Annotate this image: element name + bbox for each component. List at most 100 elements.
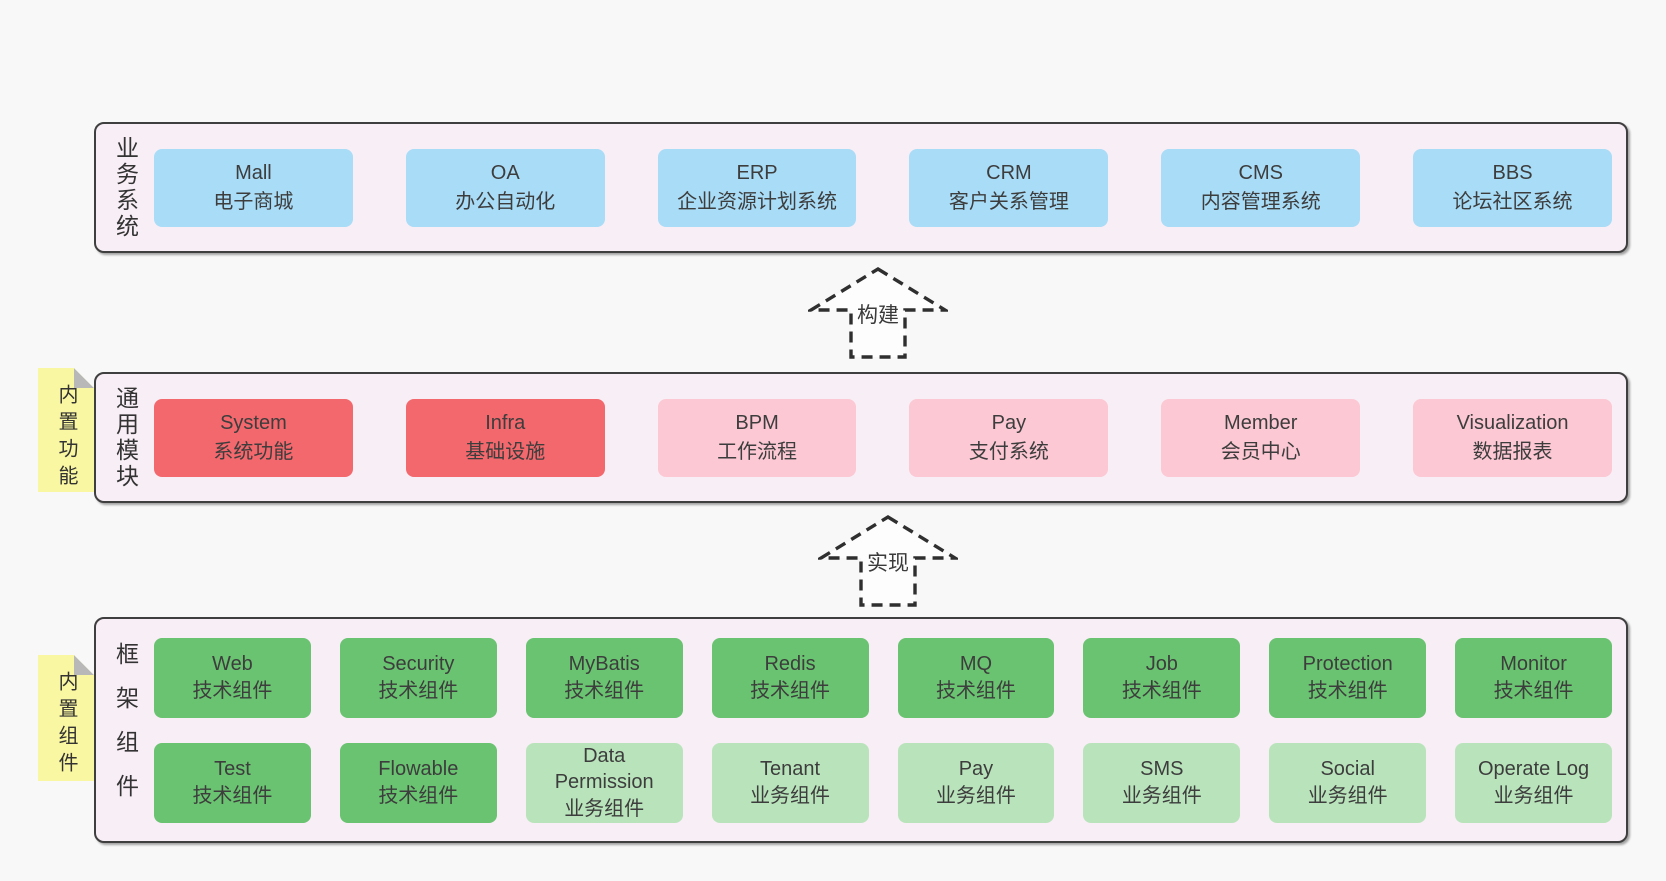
sticky-note-built-in-components: 内置组件 bbox=[38, 655, 94, 781]
box-title: Redis bbox=[764, 653, 816, 676]
box-title: OA bbox=[490, 162, 520, 185]
box-mall: Mall 电子商城 bbox=[154, 148, 353, 227]
box-title: Member bbox=[1224, 412, 1298, 435]
arrow-label: 实现 bbox=[864, 546, 912, 578]
implement-arrow: 实现 bbox=[818, 514, 958, 608]
box-subtitle: 业务组件 bbox=[1121, 784, 1202, 807]
box-system: System 系统功能 bbox=[154, 398, 353, 477]
box-subtitle: 技术组件 bbox=[564, 679, 645, 702]
box-title: Job bbox=[1145, 653, 1178, 676]
box-subtitle: 技术组件 bbox=[378, 679, 459, 702]
section-side-label-wrap: 框架组件 bbox=[96, 619, 154, 841]
box-web: Web 技术组件 bbox=[154, 637, 311, 718]
box-infra: Infra 基础设施 bbox=[405, 398, 605, 477]
box-subtitle: 系统功能 bbox=[213, 440, 294, 463]
section-common-modules: 通用模块 System 系统功能 Infra 基础设施 BPM 工作流程 Pay 支付系统 Me… bbox=[94, 372, 1628, 503]
box-subtitle: 论坛社区系统 bbox=[1452, 190, 1573, 213]
box-subtitle: 会员中心 bbox=[1220, 440, 1301, 463]
box-title: MyBatis bbox=[568, 653, 640, 676]
box-job: Job 技术组件 bbox=[1083, 637, 1241, 718]
box-test: Test 技术组件 bbox=[154, 742, 311, 823]
box-social: Social 业务组件 bbox=[1269, 742, 1427, 823]
box-title: Operate Log bbox=[1477, 758, 1590, 781]
box-title: Pay bbox=[958, 758, 994, 781]
box-title: Protection bbox=[1302, 653, 1393, 676]
box-mq: MQ 技术组件 bbox=[897, 637, 1055, 718]
box-subtitle: 技术组件 bbox=[935, 679, 1016, 702]
box-subtitle: 技术组件 bbox=[192, 784, 273, 807]
box-title: Flowable bbox=[378, 758, 459, 781]
box-subtitle: 支付系统 bbox=[968, 440, 1049, 463]
section-side-label-wrap: 通用模块 bbox=[96, 374, 154, 501]
box-data-permission: Data Permission 业务组件 bbox=[525, 742, 683, 823]
box-title: CMS bbox=[1238, 162, 1283, 185]
box-subtitle: 业务组件 bbox=[1307, 784, 1388, 807]
box-title: Pay bbox=[991, 412, 1027, 435]
build-arrow: 构建 bbox=[808, 266, 948, 360]
box-bpm: BPM 工作流程 bbox=[657, 398, 857, 477]
box-subtitle: 技术组件 bbox=[192, 679, 273, 702]
box-bbs: BBS 论坛社区系统 bbox=[1413, 148, 1612, 227]
box-title: BBS bbox=[1492, 162, 1533, 185]
box-title: SMS bbox=[1140, 758, 1184, 781]
box-operate-log: Operate Log 业务组件 bbox=[1455, 742, 1612, 823]
box-subtitle: 电子商城 bbox=[213, 190, 294, 213]
sticky-note-label: 内置组件 bbox=[55, 671, 77, 779]
box-subtitle: 业务组件 bbox=[750, 784, 831, 807]
box-subtitle: 内容管理系统 bbox=[1200, 190, 1321, 213]
box-tenant: Tenant 业务组件 bbox=[711, 742, 869, 823]
box-subtitle: 技术组件 bbox=[378, 784, 459, 807]
section-side-label: 业务系统 bbox=[112, 135, 139, 240]
box-subtitle: 业务组件 bbox=[935, 784, 1016, 807]
box-title: Monitor bbox=[1500, 653, 1567, 676]
box-mybatis: MyBatis 技术组件 bbox=[525, 637, 683, 718]
box-oa: OA 办公自动化 bbox=[405, 148, 605, 227]
box-title: Tenant bbox=[760, 758, 821, 781]
box-visualization: Visualization 数据报表 bbox=[1413, 398, 1612, 477]
box-title: Social bbox=[1320, 758, 1375, 781]
section-side-label-wrap: 业务系统 bbox=[96, 124, 154, 251]
sticky-fold-corner-icon bbox=[74, 368, 94, 388]
box-title: System bbox=[220, 412, 287, 435]
box-crm: CRM 客户关系管理 bbox=[909, 148, 1109, 227]
box-title: BPM bbox=[735, 412, 779, 435]
box-title: Visualization bbox=[1456, 412, 1569, 435]
section-side-label: 通用模块 bbox=[112, 385, 139, 490]
box-subtitle: 数据报表 bbox=[1472, 440, 1553, 463]
box-pay-2: Pay 业务组件 bbox=[897, 742, 1055, 823]
box-subtitle: 办公自动化 bbox=[455, 190, 556, 213]
section-side-label: 框架组件 bbox=[112, 642, 139, 818]
box-sms: SMS 业务组件 bbox=[1083, 742, 1241, 823]
box-title: Web bbox=[212, 653, 253, 676]
box-title: MQ bbox=[959, 653, 993, 676]
box-subtitle: 业务组件 bbox=[564, 797, 645, 820]
box-cms: CMS 内容管理系统 bbox=[1161, 148, 1361, 227]
box-subtitle: 技术组件 bbox=[1121, 679, 1202, 702]
box-title: Data Permission bbox=[554, 744, 654, 794]
box-subtitle: 技术组件 bbox=[1493, 679, 1574, 702]
box-title: Test bbox=[214, 758, 251, 781]
box-pay: Pay 支付系统 bbox=[909, 398, 1109, 477]
sticky-fold-corner-icon bbox=[74, 655, 94, 675]
box-row: System 系统功能 Infra 基础设施 BPM 工作流程 Pay 支付系统 Member 会… bbox=[154, 398, 1612, 477]
box-title: ERP bbox=[736, 162, 778, 185]
box-title: Mall bbox=[235, 162, 272, 185]
box-title: Infra bbox=[485, 412, 526, 435]
box-flowable: Flowable 技术组件 bbox=[339, 742, 497, 823]
box-member: Member 会员中心 bbox=[1161, 398, 1361, 477]
box-subtitle: 客户关系管理 bbox=[948, 190, 1069, 213]
box-subtitle: 基础设施 bbox=[465, 440, 546, 463]
box-subtitle: 工作流程 bbox=[717, 440, 798, 463]
box-title: CRM bbox=[986, 162, 1032, 185]
arrow-label: 构建 bbox=[854, 298, 902, 330]
box-monitor: Monitor 技术组件 bbox=[1455, 637, 1612, 718]
box-subtitle: 业务组件 bbox=[1493, 784, 1574, 807]
